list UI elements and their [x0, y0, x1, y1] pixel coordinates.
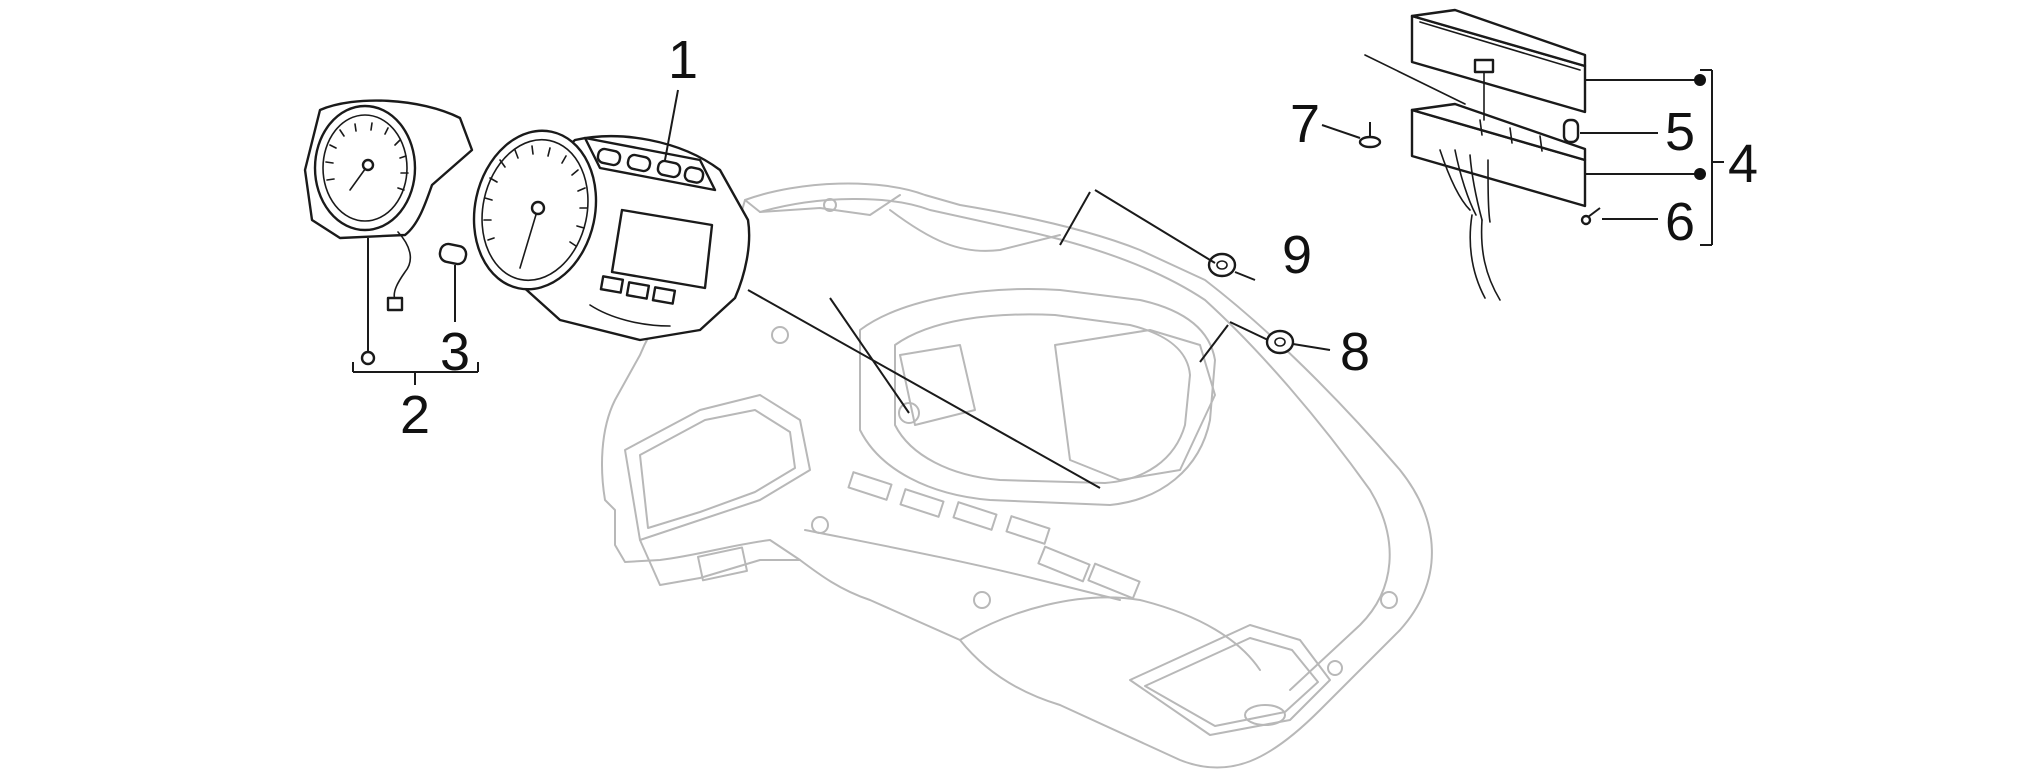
callout-1: 1 — [668, 30, 698, 90]
callout-2: 2 — [400, 385, 430, 445]
callout-6: 6 — [1665, 192, 1695, 252]
screw-7-part — [1358, 122, 1382, 149]
nut-8-part — [1265, 329, 1295, 355]
tachometer-assembly-part — [303, 99, 474, 312]
bulb-3-part — [438, 242, 468, 266]
electronic-module-part — [1364, 8, 1587, 301]
callout-9: 9 — [1282, 225, 1312, 285]
callout-3: 3 — [440, 322, 470, 382]
callout-7: 7 — [1290, 94, 1320, 154]
callout-labels: 1 2 3 4 5 6 7 8 9 — [400, 30, 1758, 445]
callout-5: 5 — [1665, 102, 1695, 162]
callout-8: 8 — [1340, 322, 1370, 382]
dashboard-panel-ghost — [601, 182, 1433, 769]
bulb-5-part — [1562, 118, 1580, 144]
leader-lines — [352, 69, 1724, 489]
speedometer-ticks — [483, 145, 588, 247]
nut-9-part — [1207, 252, 1237, 278]
callout-4: 4 — [1728, 134, 1758, 194]
instrument-cluster-part — [472, 129, 751, 342]
screw-6-part — [1580, 207, 1601, 226]
